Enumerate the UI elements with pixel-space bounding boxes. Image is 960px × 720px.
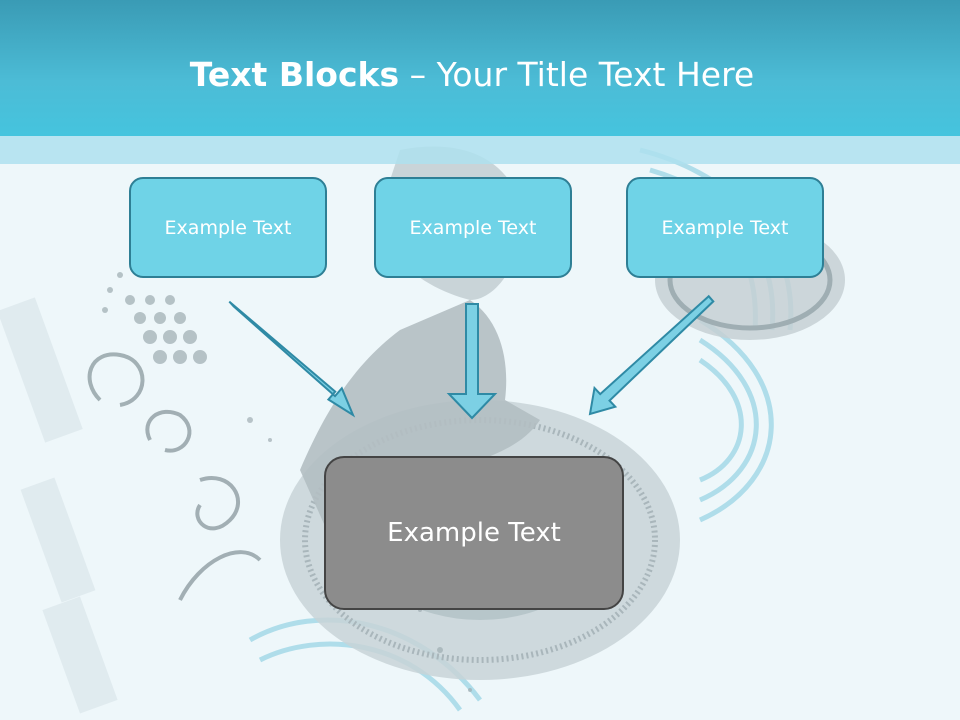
title-bar	[0, 0, 960, 136]
text-block-3[interactable]: Example Text	[626, 177, 824, 278]
text-block-3-label: Example Text	[661, 216, 789, 239]
slide-title-bold: Text Blocks	[189, 55, 400, 94]
down-arrow-icon-center	[446, 303, 498, 420]
slide-title: Text Blocks – Your Title Text Here	[0, 52, 944, 98]
text-block-2-label: Example Text	[409, 216, 537, 239]
text-block-2[interactable]: Example Text	[374, 177, 572, 278]
result-text-block-label: Example Text	[387, 518, 561, 548]
slide-title-rest: – Your Title Text Here	[399, 55, 755, 94]
title-bar-strip	[0, 136, 960, 164]
text-block-1[interactable]: Example Text	[129, 177, 327, 278]
down-arrow-icon-right	[588, 294, 715, 416]
text-block-1-label: Example Text	[164, 216, 292, 239]
down-arrow-icon-left	[228, 300, 356, 418]
result-text-block[interactable]: Example Text	[324, 456, 624, 610]
